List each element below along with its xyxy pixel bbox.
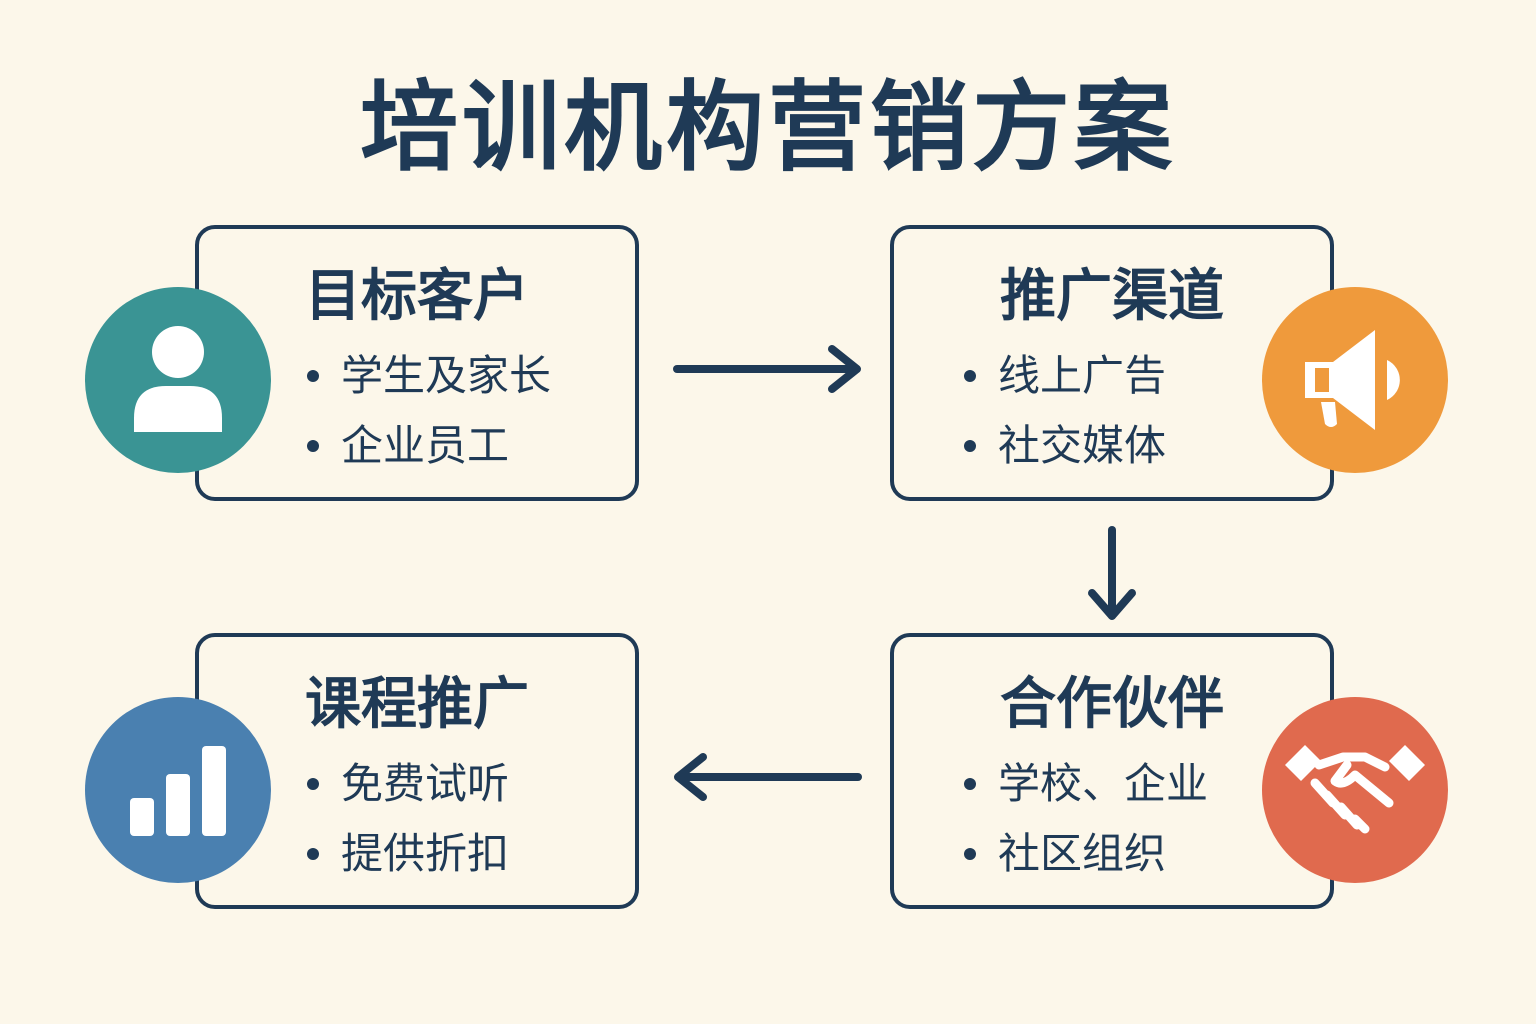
- list-item: 学校、企业: [964, 749, 1208, 819]
- card-promotion-channels: 推广渠道 线上广告 社交媒体: [890, 225, 1334, 501]
- list-item: 社区组织: [964, 819, 1208, 889]
- arrow-right: [673, 345, 861, 393]
- list-item: 免费试听: [307, 749, 509, 819]
- list-item: 提供折扣: [307, 819, 509, 889]
- arrow-down: [1088, 526, 1136, 620]
- list-item: 线上广告: [964, 341, 1166, 411]
- card-partners: 合作伙伴 学校、企业 社区组织: [890, 633, 1334, 909]
- card-target-customers: 目标客户 学生及家长 企业员工: [195, 225, 639, 501]
- list-item: 企业员工: [307, 411, 551, 481]
- arrow-left: [674, 753, 862, 801]
- card-heading: 课程推广: [305, 672, 529, 737]
- list-item: 学生及家长: [307, 341, 551, 411]
- card-heading: 目标客户: [305, 264, 529, 329]
- list-item: 社交媒体: [964, 411, 1166, 481]
- megaphone-icon: [1262, 287, 1448, 473]
- bar-chart-icon: [85, 697, 271, 883]
- handshake-icon: [1262, 697, 1448, 883]
- card-heading: 合作伙伴: [1000, 672, 1224, 737]
- card-heading: 推广渠道: [1000, 264, 1224, 329]
- user-icon: [85, 287, 271, 473]
- page-title: 培训机构营销方案: [359, 71, 1176, 185]
